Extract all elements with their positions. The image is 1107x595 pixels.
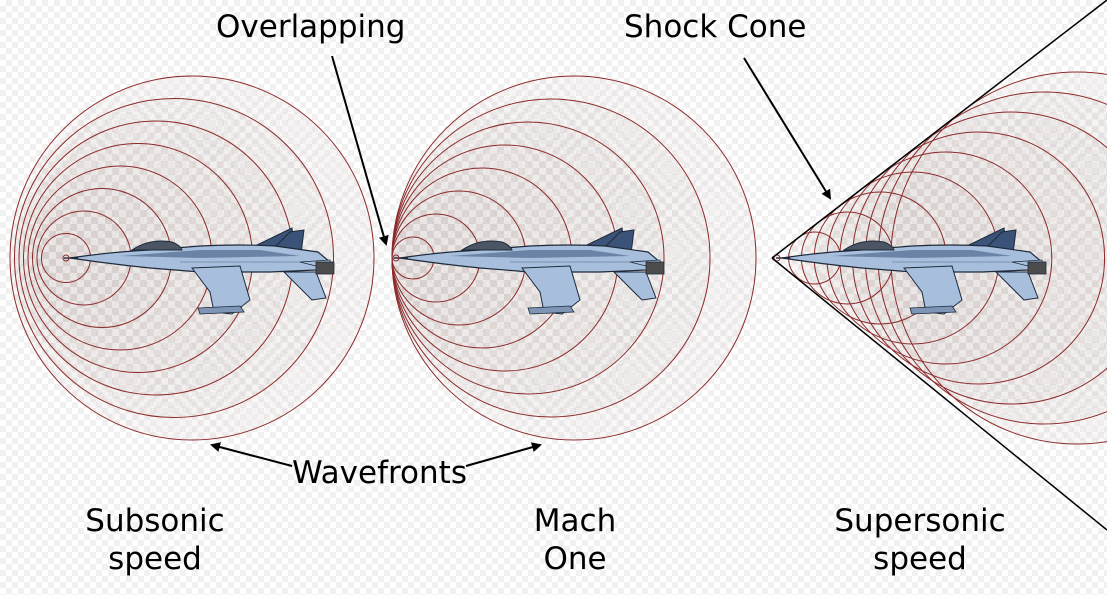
- wavefronts-label: Wavefronts: [292, 455, 467, 491]
- subsonic-source-point: [62, 254, 70, 262]
- subsonic-label-line2: speed: [108, 541, 202, 577]
- shock-cone-lower-edge: [771, 257, 1107, 531]
- mach-one-label-line2: One: [543, 541, 607, 577]
- overlapping-label: Overlapping: [216, 9, 406, 45]
- supersonic-label-line1: Supersonic: [834, 503, 1006, 539]
- subsonic-wavefront-0: [9, 75, 375, 441]
- supersonic-label-line2: speed: [873, 541, 967, 577]
- shock-cone-arrow: [743, 57, 832, 200]
- overlapping-arrow: [331, 55, 389, 246]
- subsonic-wavefront-1: [14, 98, 334, 418]
- shock-cone-upper-edge: [771, 0, 1107, 259]
- wavefronts-arrow-left: [210, 442, 293, 467]
- mach-one-source-point: [392, 254, 400, 262]
- subsonic-label-line1: Subsonic: [85, 503, 225, 539]
- shock-cone-label: Shock Cone: [624, 9, 807, 45]
- mach-one-label-line1: Mach: [533, 503, 617, 539]
- wavefronts-arrow-right: [465, 442, 542, 467]
